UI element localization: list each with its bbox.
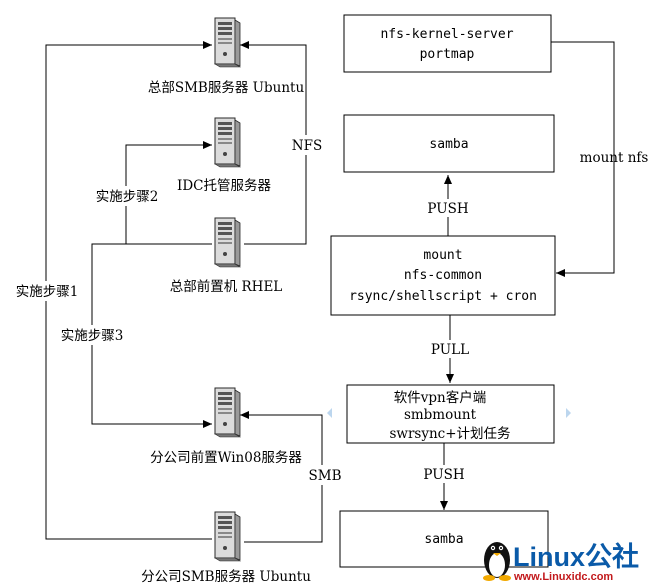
smb-label: SMB	[309, 468, 342, 484]
branch-front-label: 分公司前置Win08服务器	[150, 449, 302, 466]
nfs-server-line-1: nfs-kernel-server	[380, 27, 513, 42]
push-top-label: PUSH	[427, 201, 468, 217]
mount-box-line-3: rsync/shellscript + cron	[349, 289, 537, 304]
step2-label: 实施步骤2	[96, 189, 159, 205]
left-arrow-icon	[327, 408, 332, 418]
linux-penguin-icon	[483, 542, 511, 581]
samba-top-box	[343, 114, 555, 173]
nfs-server-box	[343, 14, 552, 73]
idc-label: IDC托管服务器	[177, 178, 271, 194]
vpn-box	[346, 384, 555, 444]
samba-bottom-text: samba	[424, 532, 463, 547]
hq-smb-label: 总部SMB服务器 Ubuntu	[148, 80, 305, 96]
pull-label: PULL	[431, 342, 469, 358]
nfs-server-line-2: portmap	[420, 47, 475, 62]
mount-box-line-2: nfs-common	[404, 268, 482, 283]
branch-front-server-icon	[214, 387, 241, 438]
vpn-box-line-1: 软件vpn客户端	[394, 389, 486, 406]
branch-smb-server-icon	[214, 511, 241, 562]
samba-top-text: samba	[429, 137, 468, 152]
idc-server-icon	[214, 117, 241, 168]
hq-front-label: 总部前置机 RHEL	[170, 278, 283, 295]
mount-nfs-line	[551, 41, 615, 277]
step1-label: 实施步骤1	[16, 284, 79, 300]
nfs-label: NFS	[292, 138, 322, 154]
logo-url: www.Linuxidc.com	[513, 571, 613, 583]
vpn-box-line-2: smbmount	[404, 407, 477, 423]
push-bottom-label: PUSH	[423, 467, 464, 483]
hq-front-server-icon	[214, 217, 241, 268]
mount-box	[330, 235, 556, 316]
mount-nfs-label: mount nfs	[580, 150, 649, 166]
branch-smb-label: 分公司SMB服务器 Ubuntu	[141, 569, 311, 584]
vpn-box-line-3: swrsync+计划任务	[389, 426, 510, 442]
mount-box-line-1: mount	[423, 248, 462, 263]
right-arrow-icon	[566, 408, 571, 418]
step3-label: 实施步骤3	[61, 328, 124, 344]
samba-bottom-box	[339, 510, 549, 568]
hq-smb-server-icon	[214, 17, 241, 68]
logo-text: Linux公社	[513, 541, 639, 572]
